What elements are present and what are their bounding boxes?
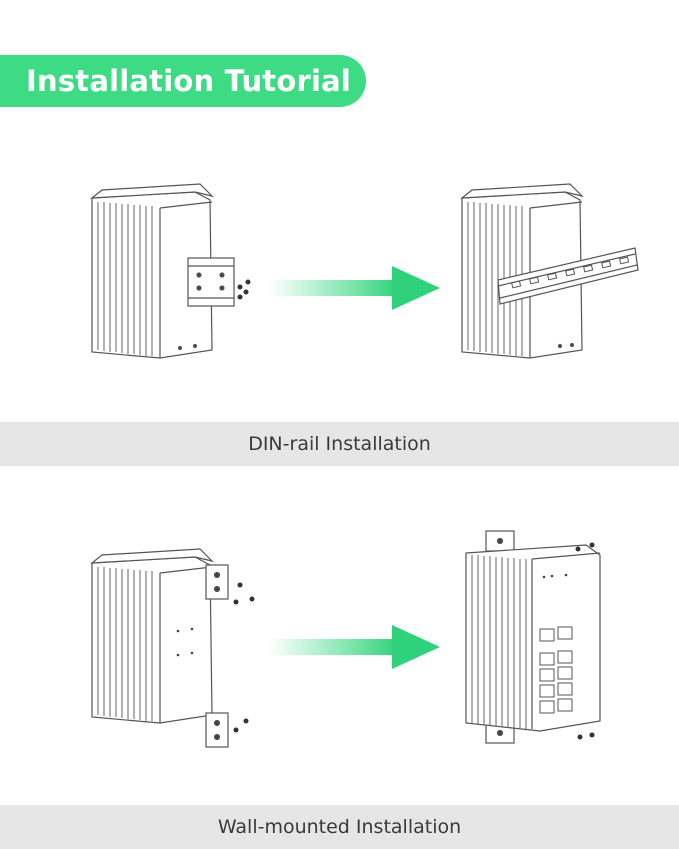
wall-bracket-illustration xyxy=(90,530,601,748)
device-right xyxy=(460,183,639,359)
title-banner: Installation Tutorial xyxy=(0,55,366,107)
section-band-wall: Wall-mounted Installation xyxy=(0,805,679,849)
section-label-wall: Wall-mounted Installation xyxy=(217,816,462,838)
section-label-din: DIN-rail Installation xyxy=(248,433,431,455)
din-rail-section xyxy=(0,170,679,370)
page-title: Installation Tutorial xyxy=(26,64,352,98)
arrow-right-icon xyxy=(268,266,440,310)
wall-mount-section xyxy=(0,525,679,750)
din-rail-illustration xyxy=(90,183,639,359)
arrow-right-icon xyxy=(268,625,440,669)
section-band-din: DIN-rail Installation xyxy=(0,422,679,466)
device-right-wall xyxy=(465,530,601,744)
device-left-wall xyxy=(90,548,255,748)
device-left xyxy=(90,183,251,359)
